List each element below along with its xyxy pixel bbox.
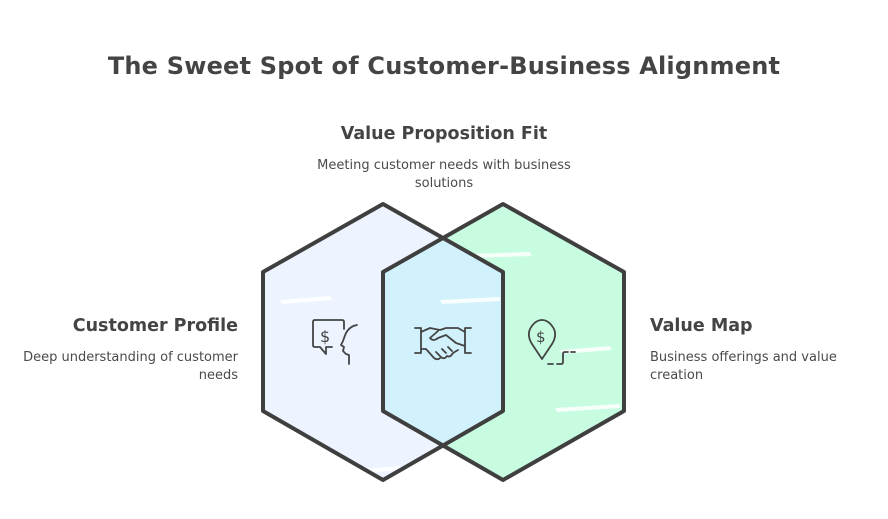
value-map-title: Value Map (650, 316, 753, 336)
value-proposition-fit-title: Value Proposition Fit (340, 124, 548, 144)
fill-texture (280, 252, 620, 474)
svg-text:$: $ (536, 328, 546, 346)
location-dollar-pin-icon: $ (527, 319, 576, 365)
handshake-icon (414, 327, 472, 361)
hexagon-outlines (261, 202, 626, 482)
svg-text:$: $ (320, 327, 330, 346)
customer-profile-title: Customer Profile (72, 316, 238, 336)
customer-speech-dollar-icon: $ (312, 319, 358, 365)
value-map-description: Business offerings and value creation (650, 350, 837, 383)
customer-profile-description: Deep understanding of customer needs (23, 350, 238, 383)
value-proposition-fit-description: Meeting customer needs with business sol… (317, 158, 571, 191)
overlap-region (383, 204, 503, 480)
diagram-title: The Sweet Spot of Customer-Business Alig… (107, 52, 781, 80)
